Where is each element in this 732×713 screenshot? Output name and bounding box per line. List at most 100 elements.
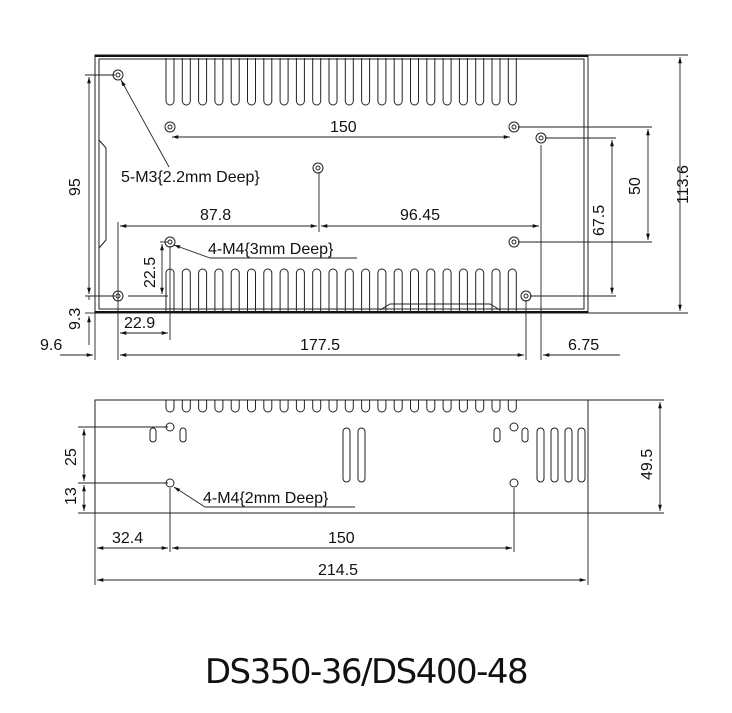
top-fins [165, 58, 517, 106]
fin [279, 268, 289, 312]
fin [393, 58, 403, 106]
fin [247, 58, 256, 106]
hole-icon [509, 422, 519, 432]
note-m4-side: 4-M4{2mm Deep} [203, 490, 329, 507]
hole-icon [508, 121, 520, 133]
note-m3: 5-M3{2.2mm Deep} [121, 169, 260, 186]
vent [475, 400, 485, 413]
slot [550, 427, 559, 483]
hole-center [511, 124, 517, 130]
vent [230, 400, 240, 413]
fin [491, 58, 501, 106]
dim-50: 50 [627, 177, 644, 195]
fin [328, 268, 338, 312]
dim-9-3: 9.3 [67, 308, 84, 330]
fin [377, 58, 387, 106]
fin [263, 58, 273, 106]
vent [442, 400, 452, 413]
fin [426, 58, 436, 106]
hole-center [115, 72, 121, 78]
slot [149, 427, 157, 443]
dim-22-5: 22.5 [142, 257, 159, 288]
vent [263, 400, 273, 413]
dim-22-9: 22.9 [124, 315, 155, 332]
side-view: 25 13 49.5 32.4 150 214.5 4-M4{2mm Deep} [63, 399, 664, 585]
fin [279, 58, 289, 106]
dim-25: 25 [63, 448, 80, 466]
vent [312, 400, 322, 413]
note-m4: 4-M4{3mm Deep} [208, 241, 334, 258]
dim-32-4: 32.4 [112, 530, 143, 547]
hole-icon [508, 236, 520, 248]
fin [475, 58, 485, 106]
dim-49-5: 49.5 [639, 449, 656, 480]
hole-center [511, 239, 517, 245]
vent [165, 400, 175, 413]
dim-87-8: 87.8 [200, 207, 231, 224]
fin [230, 58, 240, 106]
fin [312, 58, 322, 106]
hole-icon [535, 132, 547, 144]
slot [521, 427, 529, 443]
hole-icon [312, 162, 324, 174]
vent [410, 400, 419, 413]
fin [344, 268, 354, 312]
fin [507, 58, 517, 106]
fin [165, 58, 175, 106]
connector-cutout [379, 303, 501, 311]
vent [491, 400, 501, 413]
side-tab [98, 139, 107, 249]
hole-center [315, 165, 321, 171]
fin [377, 268, 387, 312]
fin [214, 58, 224, 106]
hole-center [523, 293, 529, 299]
fin [426, 268, 436, 312]
vent [198, 400, 208, 413]
vent [181, 400, 191, 413]
fin [361, 58, 371, 106]
side-top-vents [165, 400, 517, 413]
vent [507, 400, 517, 413]
fin [214, 268, 224, 312]
slot [536, 427, 545, 483]
vent [361, 400, 371, 413]
fin [295, 268, 305, 312]
dim-214-5: 214.5 [318, 562, 358, 579]
vent [328, 400, 338, 413]
dim-13: 13 [63, 487, 80, 505]
fin [181, 58, 191, 106]
slot [564, 427, 573, 483]
fin [295, 58, 305, 106]
vent [458, 400, 468, 413]
fin [344, 58, 354, 106]
hole-icon [520, 290, 532, 302]
fin [312, 268, 322, 312]
fin [458, 58, 468, 106]
vent [295, 400, 305, 413]
vent [247, 400, 256, 413]
slot [493, 427, 501, 443]
slot [357, 427, 366, 483]
fin [230, 268, 240, 312]
fin [442, 268, 452, 312]
vent [344, 400, 354, 413]
vent [426, 400, 436, 413]
bottom-fins [165, 268, 517, 312]
hole-center [167, 124, 173, 130]
dim-150-side: 150 [328, 530, 355, 547]
fin [361, 268, 371, 312]
hole-center [538, 135, 544, 141]
dim-95: 95 [67, 178, 84, 196]
fin [198, 268, 208, 312]
fin [393, 268, 403, 312]
fin [458, 268, 468, 312]
slot [179, 427, 187, 443]
fin [247, 268, 256, 312]
hole-icon [164, 121, 176, 133]
dim-6-75: 6.75 [568, 337, 599, 354]
fin [507, 268, 517, 312]
dim-177-5: 177.5 [300, 337, 340, 354]
vent [393, 400, 403, 413]
fin [181, 268, 191, 312]
